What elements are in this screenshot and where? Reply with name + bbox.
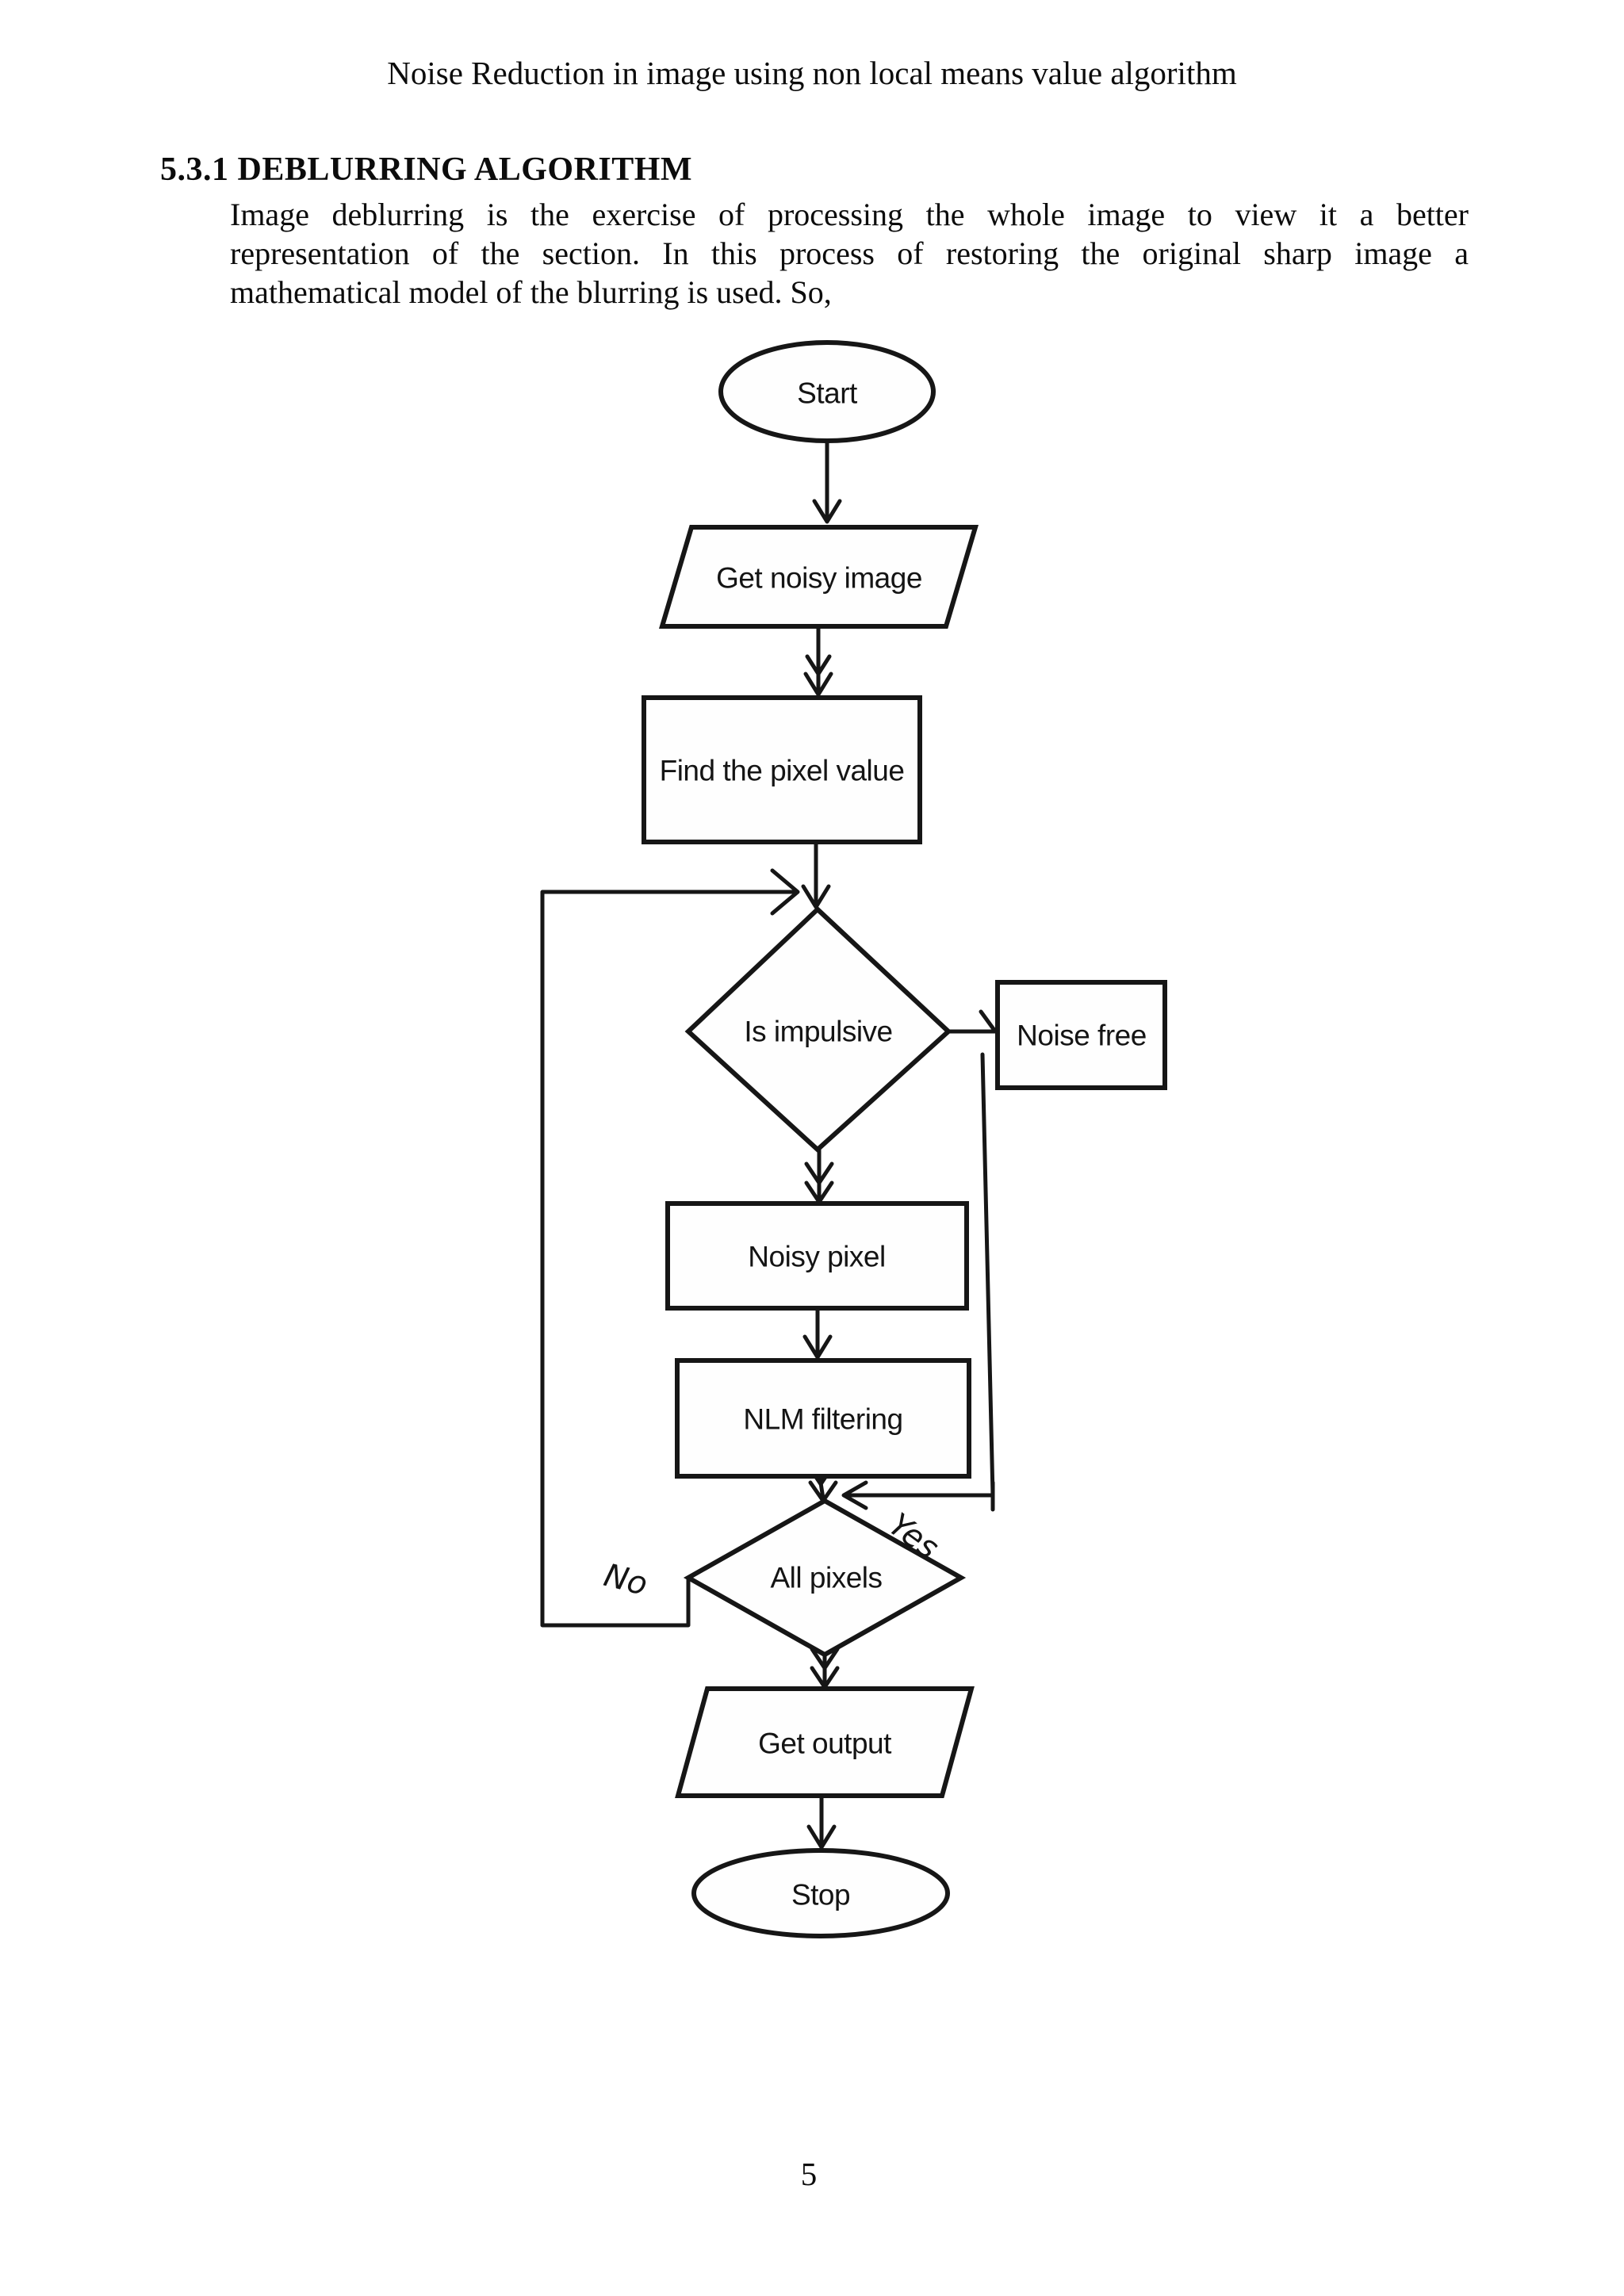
arrow-noisy-pixel-to-nlm (802, 1307, 833, 1360)
find-pixel-value-label: Find the pixel value (660, 755, 905, 787)
paragraph-line: mathematical model of the blurring is us… (230, 274, 832, 310)
stop-label: Stop (791, 1879, 850, 1911)
arrow-get-noisy-image-to-find-pixel (803, 626, 833, 697)
flowchart-node-get-output: Get output (675, 1686, 975, 1798)
flowchart-node-nlm-filtering: NLM filtering (675, 1358, 971, 1479)
flowchart-node-noisy-pixel: Noisy pixel (665, 1201, 969, 1311)
arrow-is-impulsive-to-noisy-pixel (804, 1147, 834, 1204)
arrow-get-output-to-stop (806, 1795, 837, 1850)
flowchart-node-get-noisy-image: Get noisy image (658, 525, 979, 629)
arrow-find-pixel-to-is-impulsive (801, 841, 831, 909)
paragraph-line: representation of the section. In this p… (230, 235, 1469, 271)
get-noisy-image-label: Get noisy image (716, 562, 922, 595)
flowchart-node-start: Start (718, 340, 936, 443)
page-title: Noise Reduction in image using non local… (387, 55, 1237, 91)
body-paragraph: Image deblurring is the exercise of proc… (230, 195, 1469, 312)
flowchart-node-stop: Stop (691, 1848, 950, 1938)
noisy-pixel-label: Noisy pixel (748, 1241, 885, 1273)
arrow-is-impulsive-to-noise-free (946, 1009, 998, 1034)
nlm-filtering-label: NLM filtering (743, 1403, 902, 1436)
no-edge-label: No (600, 1557, 651, 1603)
flowchart-node-all-pixels: All pixels (683, 1498, 967, 1658)
start-label: Start (797, 377, 858, 410)
yes-loop-line (841, 1052, 995, 1512)
page-number: 5 (800, 2156, 818, 2192)
section-heading: 5.3.1 DEBLURRING ALGORITHM (160, 151, 693, 188)
no-loop-line (540, 868, 800, 1628)
get-output-label: Get output (758, 1728, 892, 1760)
flowchart-node-find-pixel-value: Find the pixel value (642, 695, 922, 844)
noise-free-label: Noise free (1017, 1020, 1147, 1052)
paragraph-line: Image deblurring is the exercise of proc… (230, 197, 1469, 232)
flowchart-node-is-impulsive: Is impulsive (684, 905, 952, 1154)
arrow-start-to-get-noisy-image (812, 438, 842, 524)
all-pixels-label: All pixels (771, 1562, 883, 1594)
is-impulsive-label: Is impulsive (744, 1016, 892, 1048)
flowchart-node-noise-free: Noise free (995, 980, 1167, 1090)
